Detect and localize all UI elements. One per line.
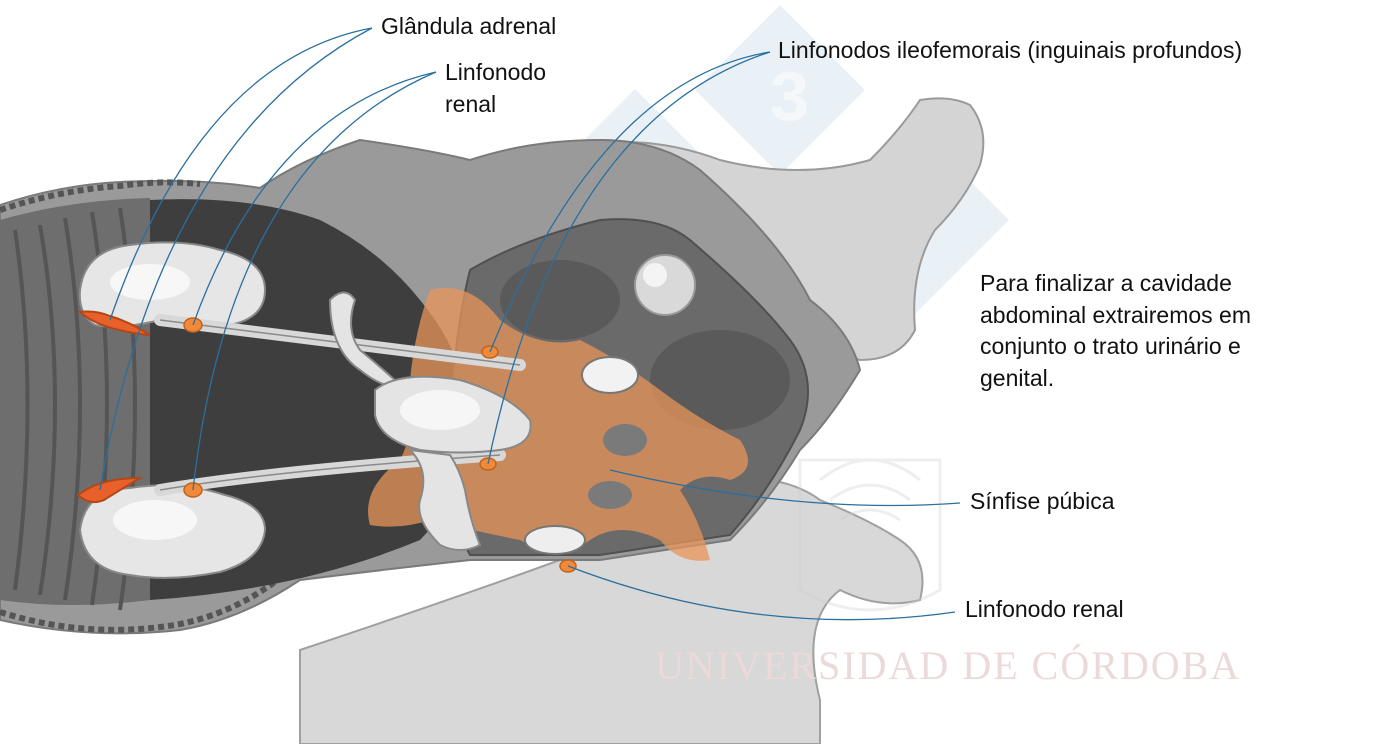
- label-pubic-symphysis: Sínfise púbica: [970, 488, 1115, 514]
- leader-lines: [99, 27, 961, 621]
- description-paragraph: Para finalizar a cavidade abdominal extr…: [980, 268, 1340, 394]
- label-renal-node-top-line1: Linfonodo: [445, 59, 547, 85]
- description-line: Para finalizar a cavidade: [980, 270, 1232, 296]
- adrenal-gland-bottom: [76, 476, 144, 504]
- watermark-digit-1: 3: [770, 57, 809, 135]
- hind-leg-lower: [299, 476, 924, 744]
- leader-ileofemoral-2: [487, 51, 771, 465]
- genital-tract: [328, 291, 532, 551]
- label-renal-node-bottom: Linfonodo renal: [965, 596, 1124, 622]
- kidney-bottom: [78, 484, 267, 579]
- description-line: abdominal extrairemos em: [980, 301, 1252, 328]
- label-renal-node-top-line2: renal: [445, 91, 497, 117]
- label-ileofemoral-nodes: Linfonodos ileofemorais (inguinais profu…: [778, 37, 1243, 63]
- label-adrenal-gland: Glândula adrenal: [381, 13, 557, 39]
- leader-renal-pelvic: [567, 565, 956, 621]
- leader-ileofemoral-1: [489, 51, 771, 353]
- watermark-university-text: UNIVERSIDAD DE CÓRDOBA: [655, 643, 1242, 688]
- leader-renal-top: [192, 71, 437, 326]
- leader-symphysis: [609, 469, 961, 507]
- university-shield-watermark: [798, 458, 942, 612]
- description-line: conjunto o trato urinário e: [980, 333, 1241, 359]
- bladder-sphere: [634, 254, 696, 316]
- leader-adrenal-bottom: [99, 27, 373, 491]
- description-line: genital.: [980, 364, 1055, 391]
- leader-renal-bottom: [192, 71, 437, 491]
- adrenal-gland-top: [77, 310, 151, 336]
- leader-adrenal-top: [109, 27, 373, 321]
